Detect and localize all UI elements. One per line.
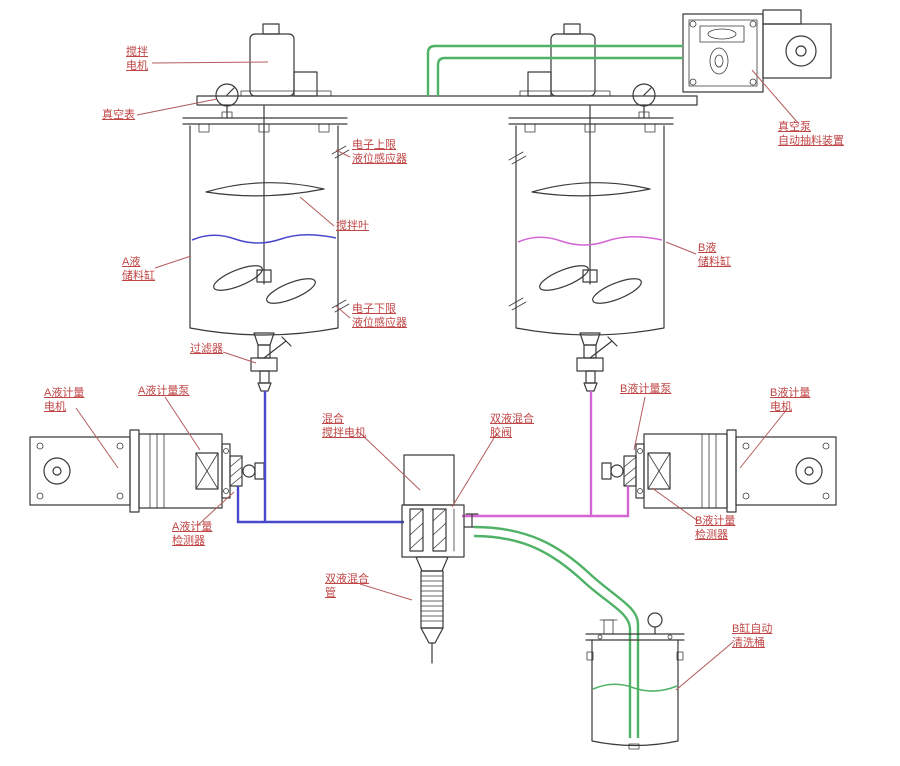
label-stir-motor: 搅拌电机 [126,46,148,73]
label-mix-tube: 双液混合管 [325,573,369,600]
tank-b-icon [508,105,674,336]
tube-liquid-a [236,391,404,524]
metering-pump-b-icon [601,429,737,513]
label-tank-a: A液储料缸 [122,256,155,283]
tube-cleaning-2 [473,534,632,738]
vacuum-gauge-b-icon [632,83,656,119]
liquid-a-level [191,234,337,244]
tube-vacuum-1 [426,44,683,96]
label-mix-valve: 双液混合胶阀 [490,413,534,440]
mix-tube-icon [415,556,449,664]
mix-valve-icon [401,504,482,558]
cleaning-barrel-icon [585,612,685,750]
label-tank-b: B液储料缸 [698,242,731,269]
vacuum-gauge-a-icon [215,83,239,119]
label-upper-level-sensor: 电子上限液位感应器 [352,139,407,166]
mounting-beam [196,95,698,106]
metering-motor-a-icon [29,436,131,506]
stir-motor-b-icon [519,23,611,97]
tank-a-outlet-valve-icon [250,332,292,392]
label-lower-level-sensor: 电子下限液位感应器 [352,303,407,330]
label-metering-motor-b: B液计量电机 [770,387,811,414]
label-metering-motor-a: A液计量电机 [44,387,85,414]
label-stir-blade: 搅拌叶 [336,220,369,232]
stir-motor-a-icon [240,23,332,97]
tube-cleaning-1 [473,525,640,738]
label-vacuum-gauge: 真空表 [102,109,135,121]
label-metering-detector-a: A液计量检测器 [172,521,213,548]
label-metering-pump-a: A液计量泵 [138,385,190,397]
label-cleaning-barrel: B缸自动清洗桶 [732,623,773,650]
metering-pump-a-icon [129,429,265,513]
vacuum-pump-icon [682,9,832,93]
tank-a-icon [182,105,350,336]
tube-vacuum-2 [436,56,683,96]
leader-lines [75,61,799,691]
label-metering-detector-b: B液计量检测器 [695,515,736,542]
tank-b-outlet-valve-icon [576,332,618,392]
label-filter: 过滤器 [190,343,223,355]
label-metering-pump-b: B液计量泵 [620,383,672,395]
liquid-b-level [517,236,663,246]
tube-liquid-b [462,391,630,518]
metering-motor-b-icon [735,436,837,506]
mix-motor-icon [403,454,455,506]
label-mix-motor: 混合搅拌电机 [322,413,366,440]
label-vacuum-pump: 真空泵自动抽料装置 [778,121,844,148]
cleaning-liquid-level [592,683,678,692]
